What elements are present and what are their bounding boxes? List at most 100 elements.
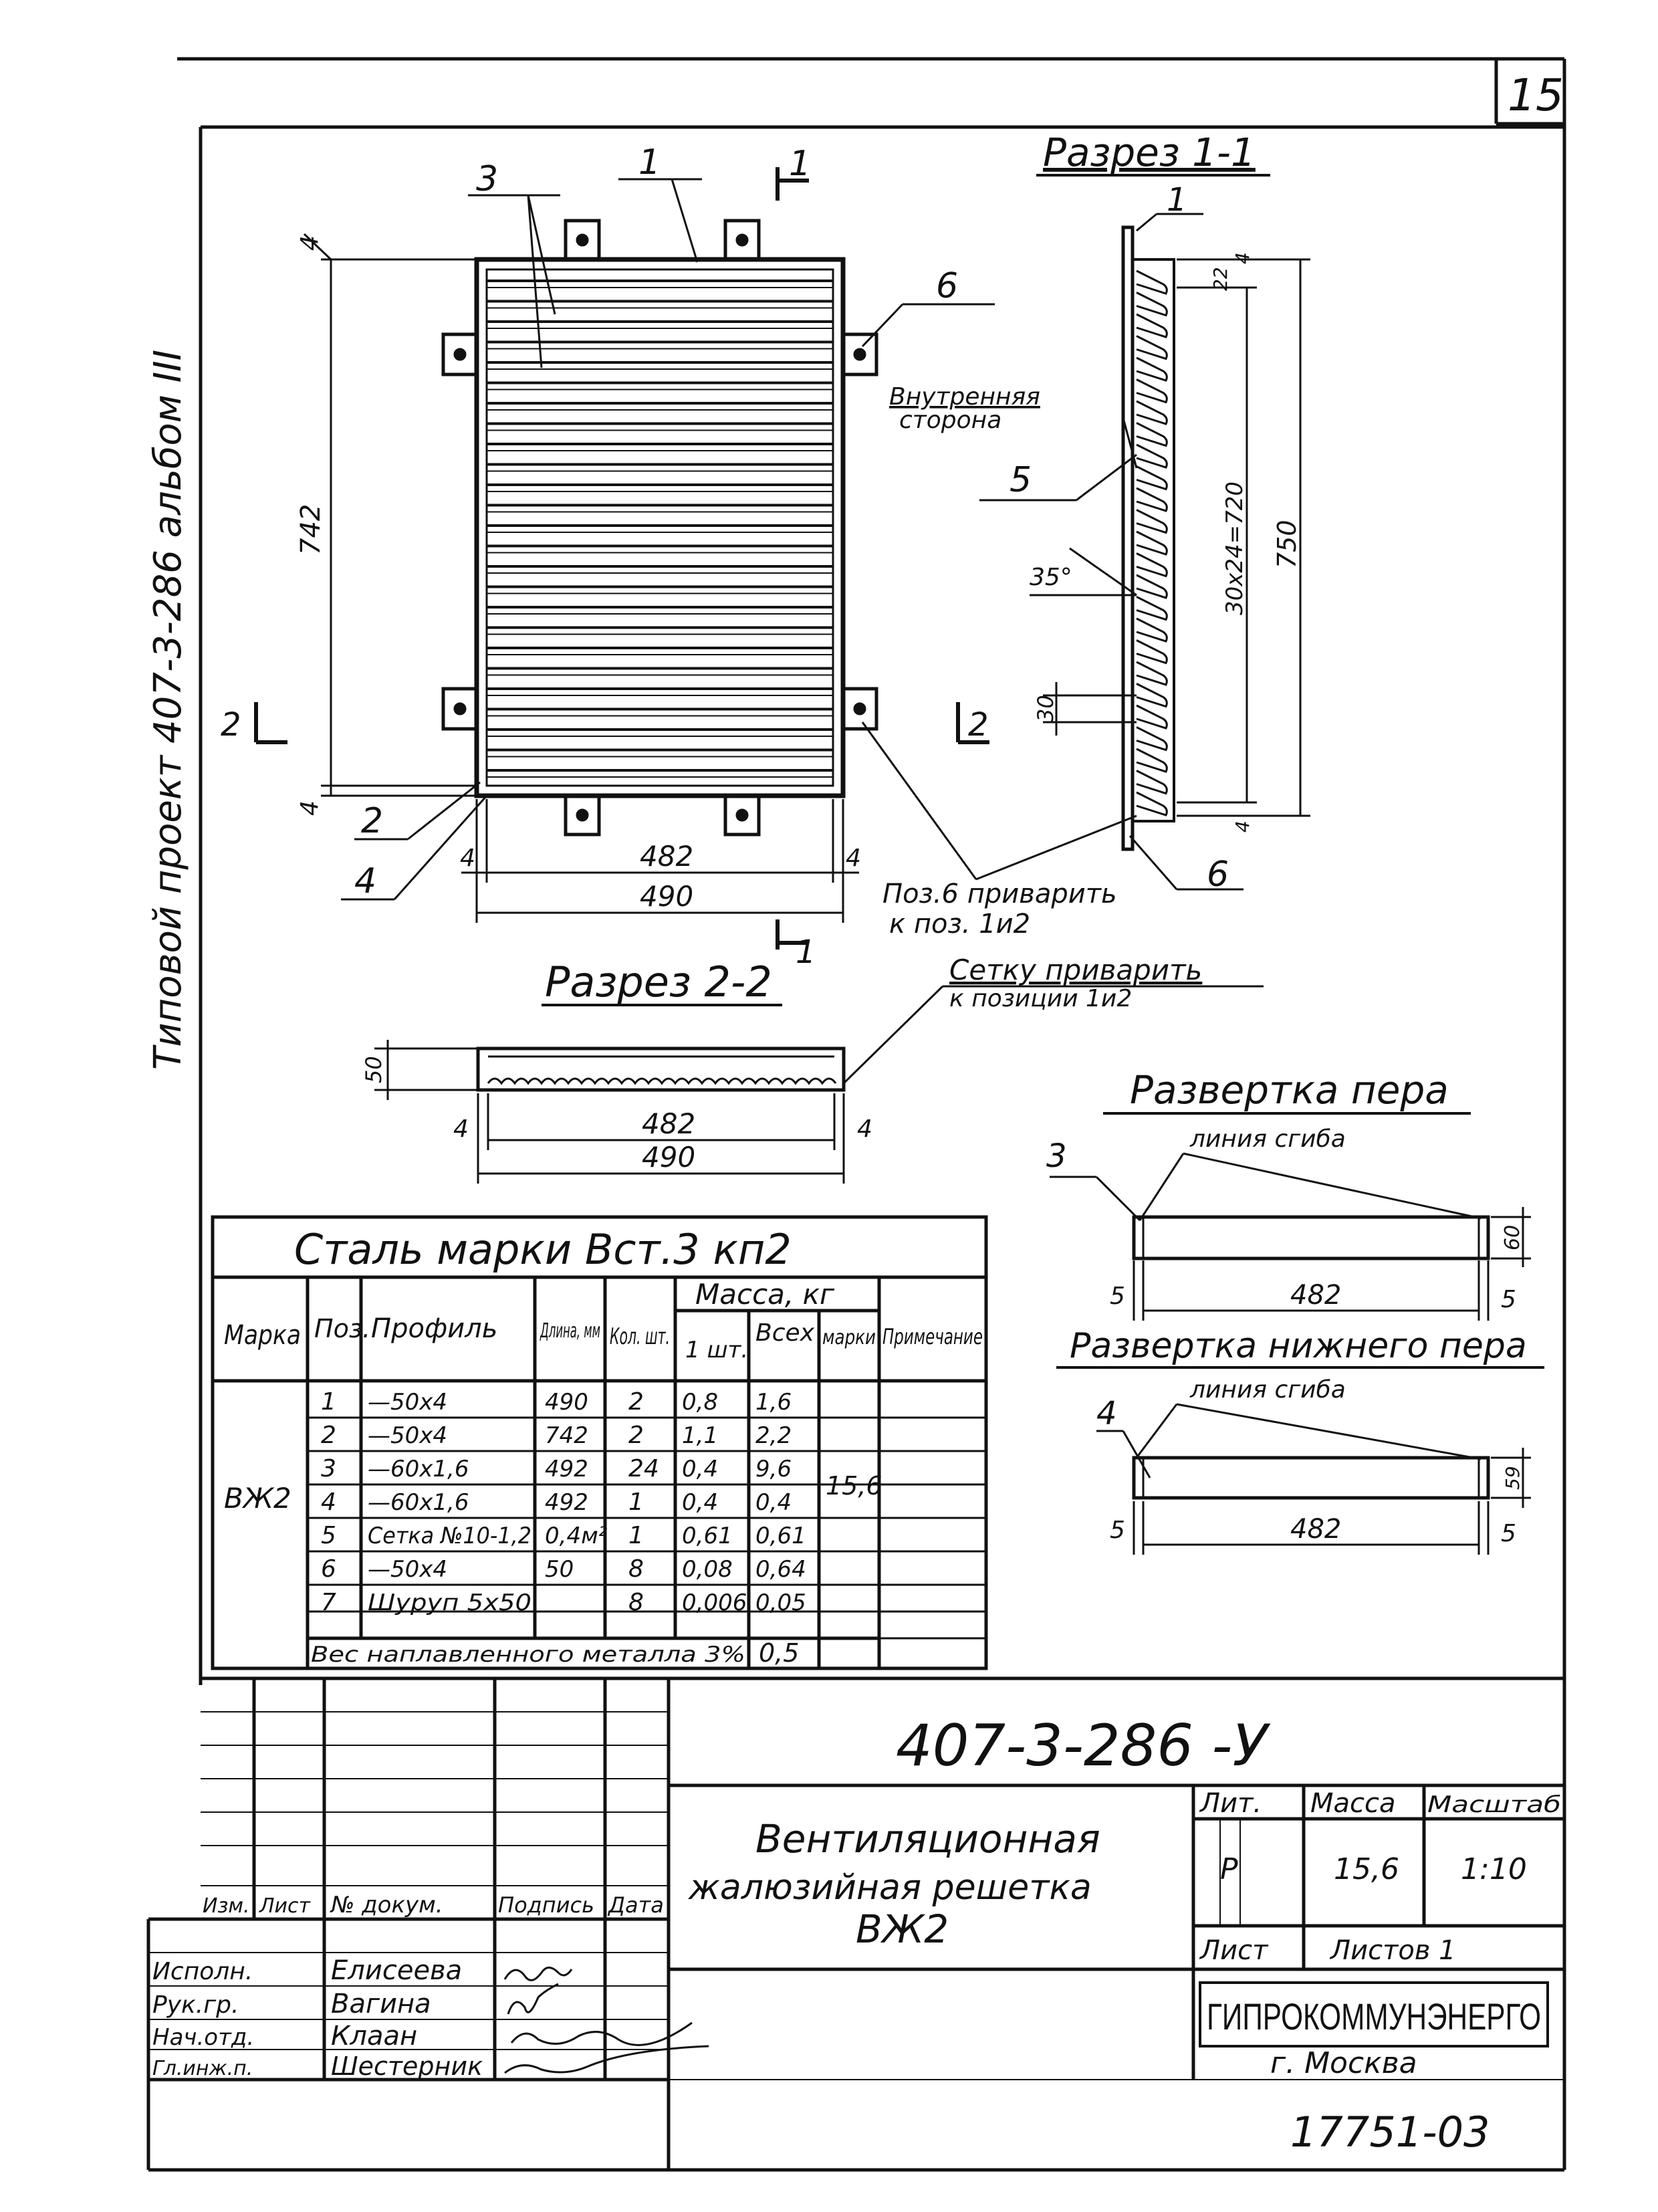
staff-role-4: Гл.инж.п. [152,2057,253,2080]
section-1-1-callout-1: 1 [1167,181,1187,219]
cell-qty: 8 [628,1555,644,1583]
cell-pos: 5 [321,1522,336,1549]
mesh-note-line-1: Сетку приварить [949,954,1202,986]
col-mass: Масса, кг [695,1278,835,1311]
section-blade [1136,356,1168,382]
staff-name-2: Вагина [331,1989,431,2019]
section-blade [1136,292,1168,317]
spec-table-grid [211,1215,988,1670]
cell-qty: 1 [628,1488,644,1516]
cell-profile: —50х4 [368,1556,447,1583]
cell-one: 0,006 [682,1589,747,1616]
weld-note-line-2: к поз. 1и2 [889,909,1030,939]
dim-edge-right: 4 [846,845,861,872]
cell-profile: —60х1,6 [368,1456,469,1482]
col-date: Дата [607,1892,664,1918]
col-sign: Подпись [498,1892,594,1918]
section-blade [1136,748,1168,773]
section-1-1: Разрез 1-1 1 5 6 Внутренняя [889,130,1310,895]
dim-4-s22-left: 4 [453,1115,469,1143]
dim-750: 750 [1272,520,1302,568]
lit-label: Лит. [1199,1788,1262,1819]
mass-label: Масса [1310,1788,1396,1819]
lower-blade-dim-482: 482 [1290,1514,1341,1545]
col-mass-all: Всех [755,1319,815,1347]
cell-length: 492 [545,1489,588,1516]
col-doc: № докум. [330,1892,443,1918]
org-name: ГИПРОКОММУНЭНЕРГО [1207,1995,1541,2037]
scale-label: Масштаб [1427,1791,1561,1818]
section-1-1-title: Разрез 1-1 [1043,130,1256,175]
weld-note-line-1: Поз.6 приварить [882,879,1117,909]
col-mass-one: 1 шт. [685,1337,748,1363]
dim-4-top: 4 [1231,252,1254,264]
lit-value: Р [1220,1852,1238,1886]
section-mark-1-top: 1 [789,144,811,184]
section-1-1-callout-6: 6 [1207,855,1229,895]
staff-role-3: Нач.отд. [152,2024,254,2051]
section-blade [1136,704,1168,730]
section-2-2-frame [476,1046,846,1092]
section-blade [1136,422,1168,447]
cell-length: 492 [545,1456,588,1482]
dim-4-s22-right: 4 [857,1115,872,1143]
cell-all: 2,2 [755,1422,792,1449]
spec-title: Сталь марки Вст.3 кп2 [294,1225,792,1274]
scale-value: 1:10 [1461,1852,1527,1886]
cell-qty: 24 [628,1455,659,1482]
section-blade [1136,335,1168,360]
spec-mark: ВЖ2 [224,1482,291,1515]
section-1-1-callout-5: 5 [1010,460,1032,500]
title-block-lines [148,1711,1564,2080]
section-blade [1136,661,1168,686]
cell-all: 9,6 [755,1456,792,1482]
staff-role-2: Рук.гр. [152,1991,239,2019]
cell-all: 0,64 [755,1556,806,1583]
staff-name-3: Клаан [331,2021,417,2052]
front-dimensions [254,167,1137,950]
front-view: 1 3 6 2 4 1 1 2 2 742 4 4 482 490 4 4 По… [221,142,1137,971]
cell-pos: 1 [321,1388,336,1416]
sheet-number: 15 [1508,70,1564,121]
section-blade [1136,530,1168,556]
blade-dim-5-left: 5 [1110,1283,1125,1310]
dim-22: 22 [1209,267,1231,291]
inner-side-line-2: сторона [899,407,1001,434]
cell-one: 0,8 [682,1389,718,1416]
cell-pos: 7 [321,1589,336,1616]
cell-profile: Сетка №10-1,2 [368,1523,531,1549]
section-1-1-frame-bar [1121,225,1135,851]
lower-blade-dim-59: 59 [1502,1466,1524,1490]
lower-blade-dim-5-left: 5 [1110,1517,1125,1544]
title-block: 407-3-286 -У Вентиляционная жалюзийная р… [146,1676,1564,2170]
section-2-2-mesh [487,1077,837,1085]
callout-2: 2 [361,801,383,841]
signatures [503,1967,709,2074]
cell-pos: 6 [321,1555,336,1583]
callout-6: 6 [936,266,958,306]
staff-name-4: Шестерник [331,2052,483,2081]
blade-dim-5-right: 5 [1501,1286,1516,1313]
cell-qty: 2 [628,1422,644,1449]
section-blade [1136,400,1168,425]
section-blade [1136,770,1168,795]
section-blade [1136,313,1168,338]
section-mark-2-left: 2 [221,706,241,744]
section-1-1-dims [979,213,1310,891]
cell-one: 0,4 [682,1456,718,1482]
cell-all: 0,4 [755,1489,792,1516]
callout-1: 1 [638,142,661,183]
section-blade [1136,791,1168,816]
col-list: Лист [259,1894,312,1918]
cell-pos: 2 [321,1422,336,1449]
dim-edge-left: 4 [460,845,475,872]
staff-name-1: Елисеева [331,1955,462,1986]
cell-pos: 4 [321,1488,336,1516]
section-2-2-title: Разрез 2-2 [545,958,772,1006]
inner-side-line-1: Внутренняя [889,383,1040,411]
section-2-2-dims [374,985,1264,1184]
cell-profile: —50х4 [368,1389,447,1416]
col-mass-mark: марки [822,1326,876,1349]
